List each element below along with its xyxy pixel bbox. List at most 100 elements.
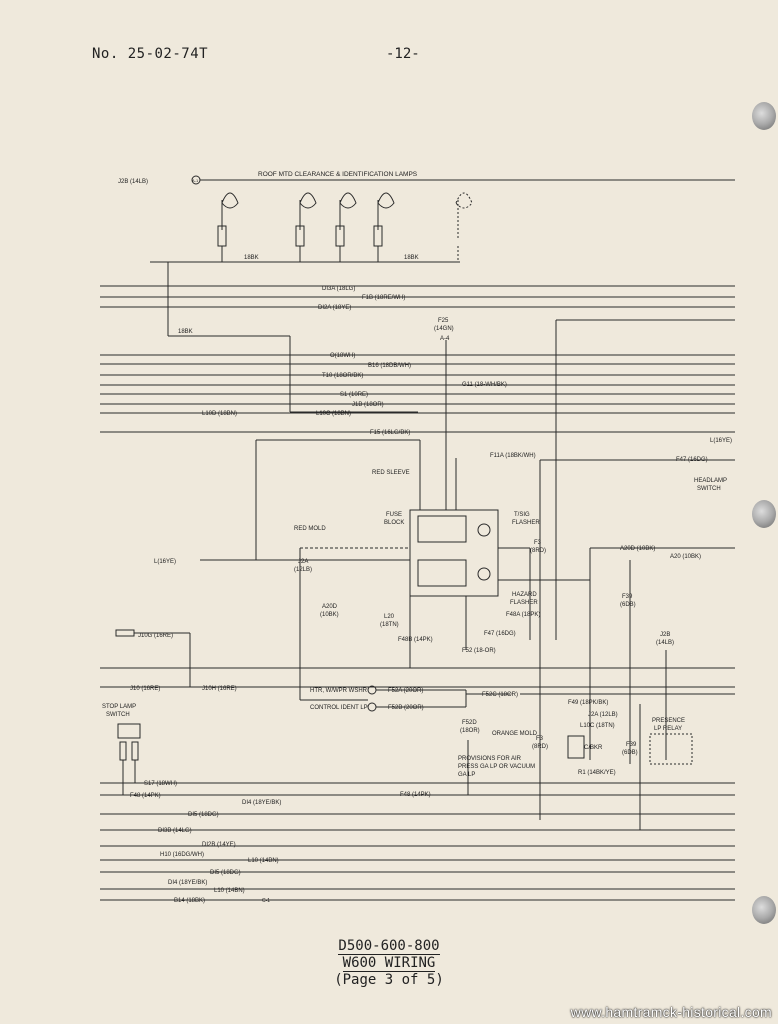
l10-low-label: L10 (14BN) [248, 858, 279, 864]
binder-hole-top [752, 102, 776, 130]
j2a-low-label: J2A (12LB) [588, 712, 618, 718]
footer-wiring-line: W600 WIRING [342, 955, 436, 972]
f52c-label: F52C (18OR) [482, 692, 518, 698]
f52d-label: F52D [462, 720, 477, 726]
presence-relay-label: LP RELAY [654, 726, 682, 732]
provisions-label-2: PRESS GA LP OR VACUUM [458, 764, 535, 770]
f47-mid-label: F47 (16DG) [484, 631, 516, 637]
g11-label: G11 (18-WH/BK) [462, 382, 507, 388]
f1b-label: F1B (18RE/WH) [362, 295, 405, 301]
l10c-low-label: L10C (18TN) [580, 723, 615, 729]
f25-gn-label: (14GN) [434, 326, 454, 332]
red-mold-label: RED MOLD [294, 526, 326, 532]
j2b-top-label: J2B (14LB) [118, 179, 148, 185]
bk18-label-b: 18BK [404, 255, 419, 261]
footer-page-line: (Page 3 of 5) [334, 972, 444, 988]
bk18-label-a: 18BK [244, 255, 259, 261]
footer-model-line: D500-600-800 [338, 938, 440, 955]
provisions-label-1: PROVISIONS FOR AIR [458, 756, 522, 762]
h10-label: H10 (16DG/WH) [160, 852, 204, 858]
document-number: No. 25-02-74T [92, 46, 209, 62]
t10-label: T10 (18OR/BK) [322, 373, 363, 379]
stop-lamp-switch-label: SWITCH [106, 712, 130, 718]
fuse-block-label: BLOCK [384, 520, 404, 526]
j10h-label: J10H (16RE) [202, 686, 237, 692]
control-ident-label: CONTROL IDENT LP [310, 705, 368, 711]
l20-tn-label: (18TN) [380, 622, 399, 628]
tsig-flasher-label: FLASHER [512, 520, 540, 526]
roof-lamps-label: ROOF MTD CLEARANCE & IDENTIFICATION LAMP… [258, 171, 418, 178]
red-sleeve-label: RED SLEEVE [372, 470, 410, 476]
f15-label: F15 (16LG/BK) [370, 430, 410, 436]
a20d-left-label: A20D [322, 604, 338, 610]
l10c-label: L10C (18BN) [316, 411, 351, 417]
hazard-flasher-label: FLASHER [510, 600, 538, 606]
b14-label: B14 (18BK) [174, 898, 205, 904]
a20d-right-label: A20D (10BK) [620, 546, 655, 552]
l16ye-right-label: L(16YE) [710, 438, 732, 444]
f49-label: F49 (18PK/BK) [568, 700, 608, 706]
j10-left-label: J10 (16RE) [130, 686, 160, 692]
f39-top-label: F39 [622, 594, 633, 600]
f52b-label: F52B (20OR) [388, 705, 424, 711]
r1-label: R1 (14BK/YE) [578, 770, 616, 776]
cbkr-label: C/BKR [584, 745, 603, 751]
di2b-label: DI2B (14YE) [202, 842, 236, 848]
j2a-lb-label: (12LB) [294, 567, 312, 573]
lower-section: HTR, W/WPR WSHR F52A (20OR) F52C (18OR) … [102, 560, 735, 904]
f39-top-db-label: (6DB) [620, 602, 636, 608]
bk18-label-c: 18BK [178, 329, 193, 335]
f39-low-label: F39 [626, 742, 637, 748]
di3a-label: DI3A (18LG) [322, 286, 355, 292]
b16-label: B16 (18DB/WH) [368, 363, 411, 369]
s17-label: S17 (18WH) [144, 781, 177, 787]
htr-label: HTR, W/WPR WSHR [310, 688, 368, 694]
a20d-left-bk-label: (10BK) [320, 612, 339, 618]
j10g-label: J10G (16RE) [138, 633, 173, 639]
f11a-label: F11A (18BK/WH) [490, 453, 536, 459]
j2b-mid-lb-label: (14LB) [656, 640, 674, 646]
provisions-label-3: GA LP [458, 772, 475, 778]
f25-label: F25 [438, 318, 449, 324]
upper-wire-labels: DI3A (18LG) F1B (18RE/WH) DI2A (18YE) F2… [202, 286, 732, 492]
hazard-label: HAZARD [512, 592, 537, 598]
f48-right-label: F48 (14PK) [400, 792, 431, 798]
di5-c-label: DI5 (18DG) [210, 870, 241, 876]
s1-label: S1 (10RE) [340, 392, 368, 398]
f3-top-label: F3 [534, 540, 542, 546]
f48b-label: F48B (14PK) [398, 637, 433, 643]
page-number: -12- [386, 46, 420, 62]
l10-c-label: L10 (14BN) [214, 888, 245, 894]
f52a-label: F52A (20OR) [388, 688, 423, 694]
orange-mold-label: ORANGE MOLD [492, 731, 538, 737]
f48a-label: F48A (18PK) [506, 612, 540, 618]
j2b-mid-label: J2B [660, 632, 670, 638]
fuse-label: FUSE [386, 512, 402, 518]
fuse-block: FUSE BLOCK T/SIG FLASHER RED MOLD HAZARD… [200, 319, 735, 820]
f3-low-rd-label: (8RD) [532, 744, 548, 750]
a20-right-label: A20 (10BK) [670, 554, 701, 560]
ref-c1-marker: C-1 [262, 898, 270, 904]
f3-top-rd-label: (8RD) [530, 548, 546, 554]
j1b-label: J1B (18OR) [352, 402, 384, 408]
binder-hole-middle [752, 500, 776, 528]
harness-lines [100, 285, 735, 901]
headlamp-label: HEADLAMP [694, 478, 727, 484]
di4-label: DI4 (18YE/BK) [242, 800, 281, 806]
roof-lamp-bus: ROOF MTD CLEARANCE & IDENTIFICATION LAMP… [118, 171, 735, 185]
clearance-lamps: 18BK 18BK 18BK [150, 192, 473, 413]
f3-low-label: F3 [536, 736, 544, 742]
o18-label: O(18WH) [330, 353, 355, 359]
stop-lamp-label: STOP LAMP [102, 704, 136, 710]
di5-label: DI5 (18DG) [188, 812, 219, 818]
binder-hole-bottom [752, 896, 776, 924]
tsig-label: T/SIG [514, 512, 530, 518]
middle-wire-labels: J2A (12LB) L(16YE) F3 (8RD) A20D (10BK) … [115, 540, 701, 692]
di2a-label: DI2A (18YE) [318, 305, 351, 311]
presence-label: PRESENCE [652, 718, 685, 724]
ref-a4-marker: A-4 [440, 336, 450, 342]
j2a-label: J2A [298, 559, 308, 565]
f52-label: F52 (18-OR) [462, 648, 496, 654]
